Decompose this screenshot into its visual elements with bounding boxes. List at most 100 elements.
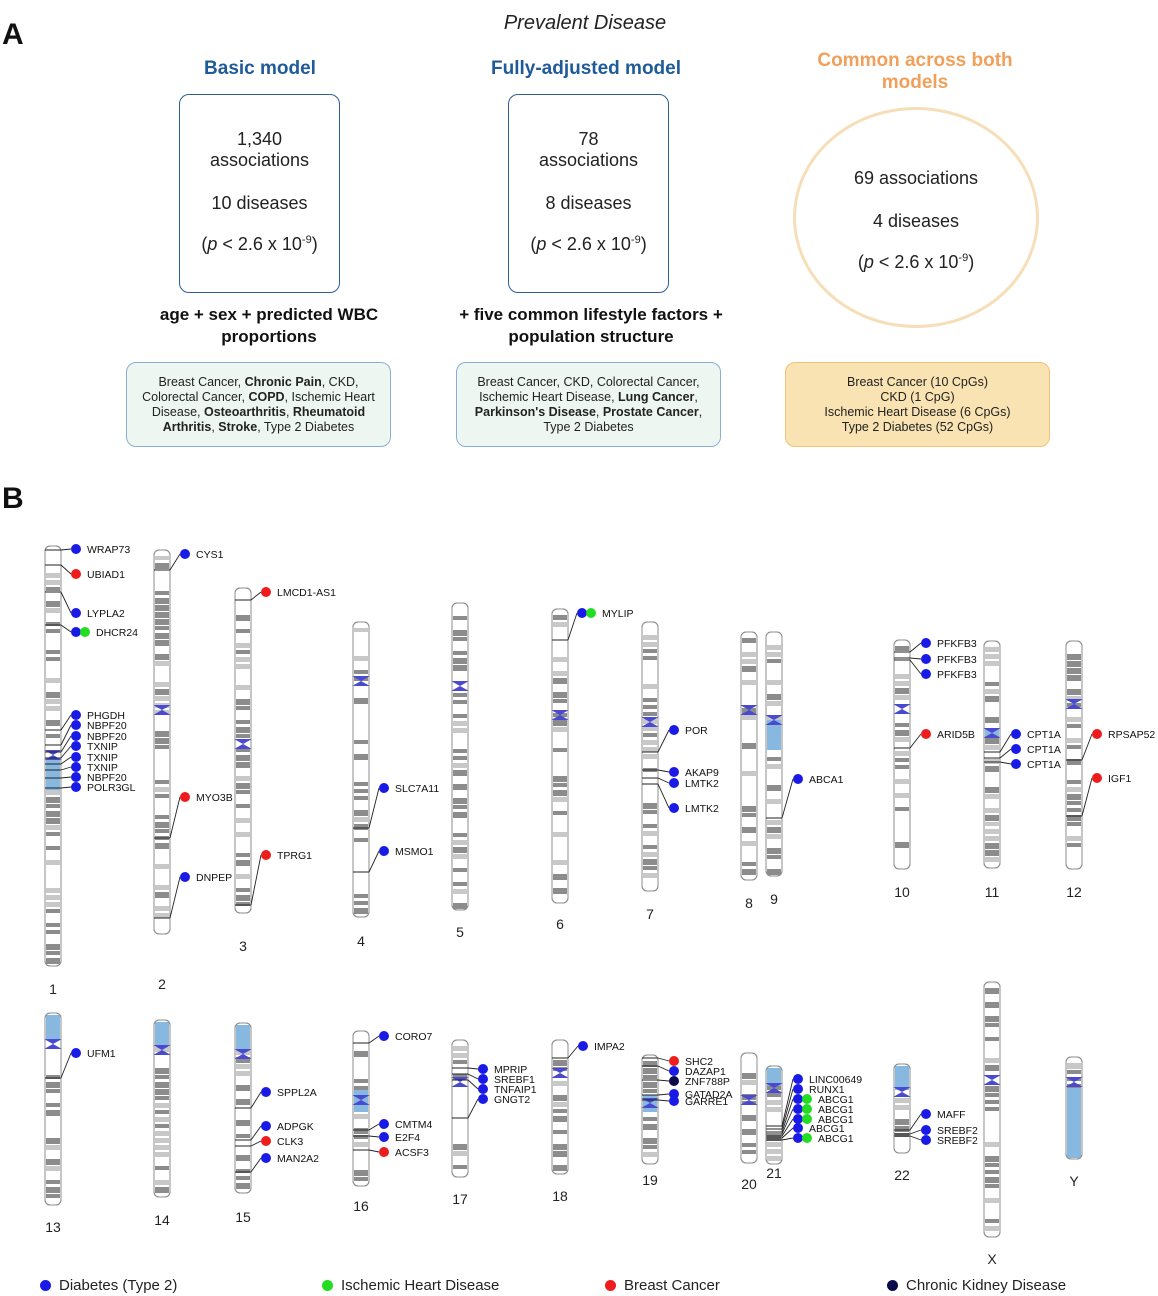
gene-dot-ihd-icon bbox=[802, 1114, 812, 1124]
gene-dot-diabetes-icon bbox=[180, 549, 190, 559]
disease-name: Breast Cancer, CKD, Colorectal Cancer, I… bbox=[477, 374, 700, 404]
chromosome-band bbox=[354, 1177, 368, 1181]
chromosome-band bbox=[236, 1134, 250, 1138]
chromosome-band bbox=[985, 1100, 999, 1104]
chromosome-band bbox=[742, 869, 756, 875]
disease-name: , CKD, Colorectal Cancer, bbox=[142, 374, 359, 404]
gene-leader-line bbox=[909, 1129, 922, 1135]
chromosome-band bbox=[46, 909, 60, 913]
legend-label: Chronic Kidney Disease bbox=[906, 1277, 1067, 1294]
chromosome-band bbox=[236, 1176, 250, 1180]
gene-dot-diabetes-icon bbox=[71, 772, 81, 782]
full-adjustment: + five common lifestyle factors + popula… bbox=[459, 305, 723, 346]
chromosome-band bbox=[155, 626, 169, 630]
chromosome-band bbox=[155, 1166, 169, 1170]
gene-label: UBIAD1 bbox=[87, 569, 125, 581]
chromosome-band bbox=[895, 751, 909, 756]
chromosome-band bbox=[895, 723, 909, 727]
chromosome-label: 2 bbox=[158, 976, 166, 992]
chromosome-band bbox=[236, 776, 250, 781]
chromosome-band bbox=[453, 763, 467, 768]
chromosome-band bbox=[895, 1133, 909, 1137]
chromosome-band bbox=[453, 721, 467, 726]
gene-dot-diabetes-icon bbox=[921, 1109, 931, 1119]
common-item: CKD (1 CpG) bbox=[880, 389, 955, 404]
chromosome-band bbox=[46, 1103, 60, 1107]
gene-leader-line bbox=[368, 1149, 380, 1153]
legend-dot-icon bbox=[40, 1280, 51, 1291]
gene-dot-diabetes-icon bbox=[379, 1132, 389, 1142]
gene-label: ABCG1 bbox=[809, 1123, 845, 1135]
chromosome-band bbox=[742, 813, 756, 817]
gene-label: RUNX1 bbox=[809, 1084, 845, 1096]
chromosome-band bbox=[1067, 780, 1081, 784]
gene-dot-breast-icon bbox=[1092, 773, 1102, 783]
chromosome-band bbox=[742, 1143, 756, 1147]
gene-dot-diabetes-icon bbox=[71, 741, 81, 751]
gene-dot-diabetes-icon bbox=[793, 1114, 803, 1124]
chromosome-band bbox=[895, 674, 909, 679]
chromosome-band bbox=[553, 1165, 567, 1171]
legend-breast: Breast Cancer bbox=[605, 1277, 720, 1294]
chromosome-label: 22 bbox=[894, 1167, 910, 1183]
chromosome-band bbox=[643, 1138, 657, 1144]
chromosome-band bbox=[155, 1068, 169, 1074]
chromosome-band bbox=[354, 628, 368, 632]
gene-dot-diabetes-icon bbox=[669, 1096, 679, 1106]
chromosome-band bbox=[46, 811, 60, 817]
chromosome-band bbox=[46, 1082, 60, 1088]
chromosome-band bbox=[236, 1064, 250, 1069]
chromosome-band bbox=[767, 827, 781, 833]
gene-label: CORO7 bbox=[395, 1031, 433, 1043]
chromosome-band bbox=[236, 804, 250, 808]
chromosome-band bbox=[767, 1093, 781, 1097]
full-count-label: associations bbox=[538, 150, 639, 170]
chromosome-outline bbox=[551, 1039, 569, 1175]
chromosome-band bbox=[985, 1037, 999, 1041]
chromosome-band bbox=[155, 815, 169, 819]
gene-leader-line bbox=[60, 714, 72, 731]
chromosome-band bbox=[236, 783, 250, 789]
basic-disease-text: Breast Cancer, Chronic Pain, CKD, Colore… bbox=[135, 375, 382, 435]
chromosome-band bbox=[453, 1165, 467, 1169]
chromosome-band bbox=[643, 705, 657, 709]
chromosome-band bbox=[453, 637, 467, 641]
chromosome-band bbox=[155, 612, 169, 618]
gene-label: ACSF3 bbox=[395, 1147, 429, 1159]
chromosome-band bbox=[46, 1075, 60, 1079]
chromosome-band bbox=[767, 757, 781, 761]
chromosome-band bbox=[742, 1080, 756, 1085]
chromosome-label: 16 bbox=[353, 1198, 369, 1214]
gene-label: PFKFB3 bbox=[937, 654, 977, 666]
chromosome-band bbox=[742, 806, 756, 812]
chromosome-band bbox=[985, 1086, 999, 1092]
chromosome-band bbox=[453, 1046, 467, 1051]
chromosome-band bbox=[46, 804, 60, 808]
gene-leader-line bbox=[909, 1135, 922, 1141]
chromosome-band bbox=[895, 1119, 909, 1125]
chromosome-band bbox=[985, 1170, 999, 1174]
chromosome-band bbox=[453, 714, 467, 718]
chromosome-band bbox=[985, 794, 999, 799]
chromosome-band bbox=[895, 758, 909, 762]
gene-label: ABCG1 bbox=[818, 1133, 854, 1145]
gene-leader-line bbox=[250, 591, 262, 601]
chromosome-band bbox=[236, 902, 250, 906]
common-count: 69 associations bbox=[853, 168, 979, 188]
legend-label: Ischemic Heart Disease bbox=[341, 1277, 500, 1294]
centromere bbox=[740, 1095, 758, 1105]
disease-name: Breast Cancer, bbox=[158, 374, 245, 389]
chromosome-band bbox=[354, 698, 368, 704]
gene-leader-line bbox=[467, 1067, 479, 1070]
chromosome-label: 13 bbox=[45, 1219, 61, 1235]
chromosome-band bbox=[46, 790, 60, 795]
chromosome-band bbox=[46, 951, 60, 955]
gene-leader-line bbox=[250, 1140, 262, 1147]
centromere bbox=[451, 681, 469, 691]
chromosome-band bbox=[553, 671, 567, 676]
chromosome-band bbox=[767, 855, 781, 859]
gene-leader-line bbox=[60, 786, 72, 789]
chromosome-band-blue bbox=[895, 1066, 909, 1090]
chromosome-outline bbox=[153, 1019, 171, 1198]
chromosome-band bbox=[985, 1198, 999, 1203]
